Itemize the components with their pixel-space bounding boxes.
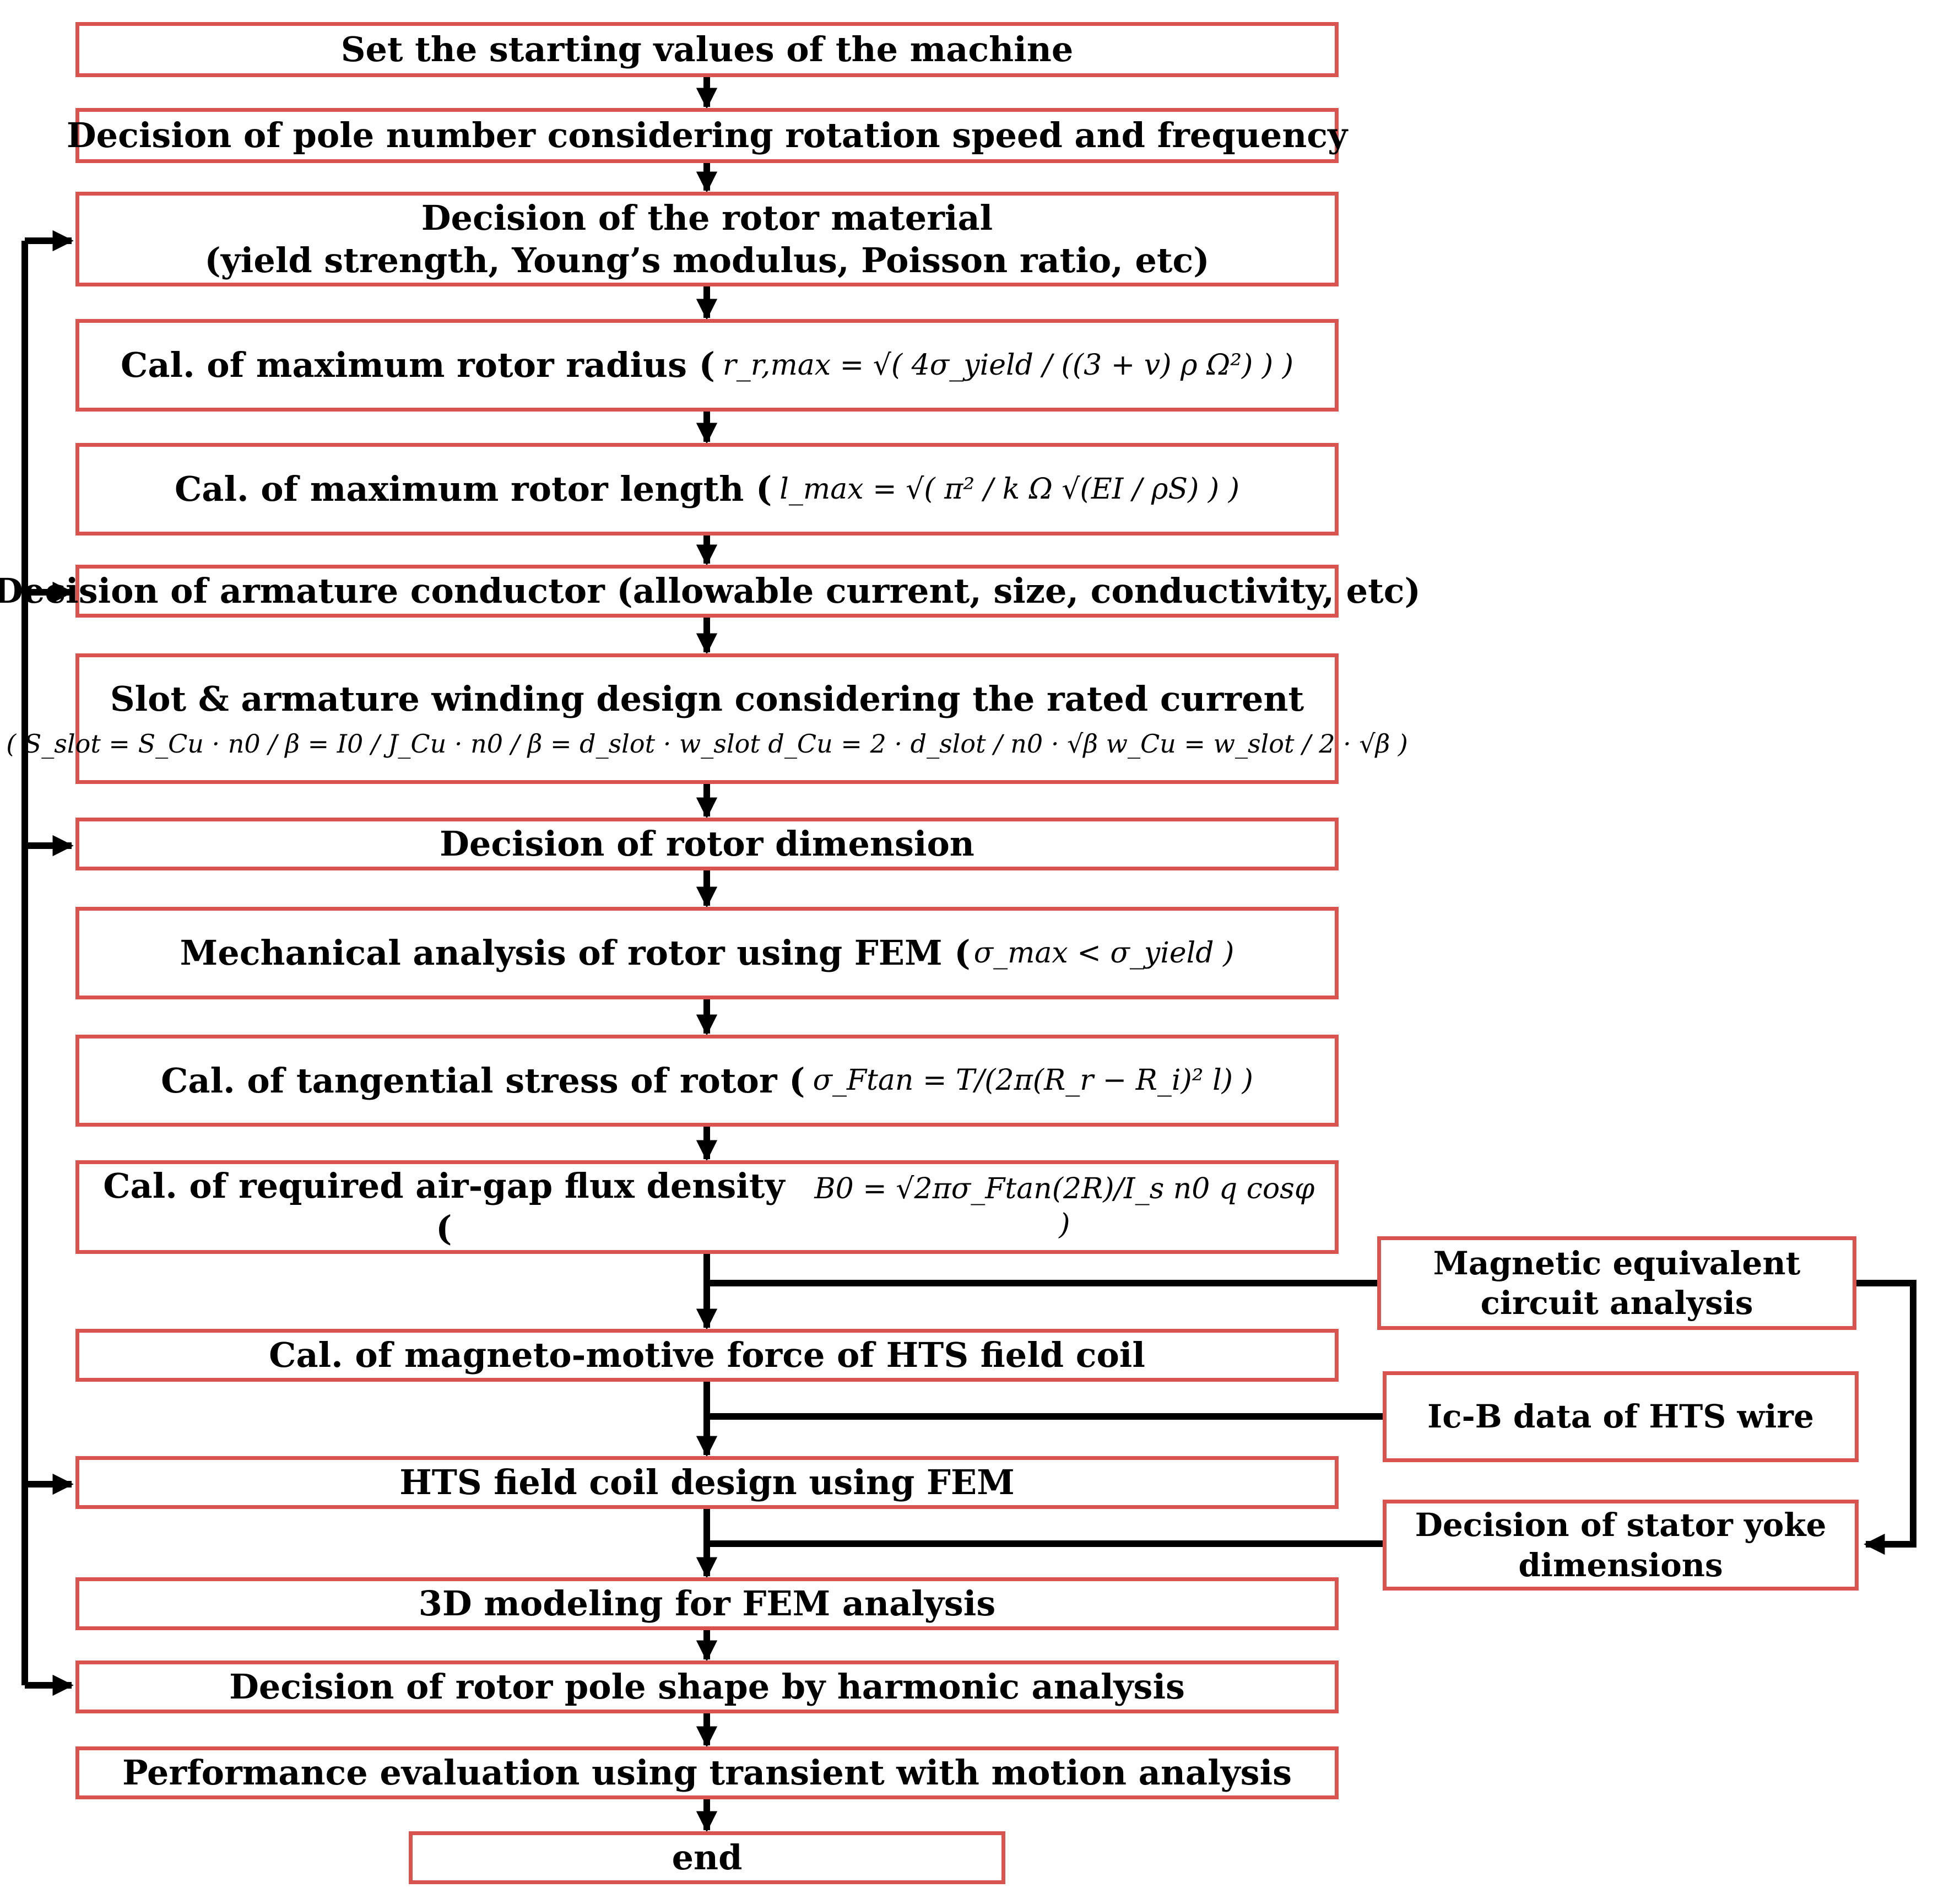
slot-winding-formula: ( S_slot = S_Cu · n0 / β = I0 / J_Cu · n… [6, 728, 1408, 759]
side-sublabel: circuit analysis [1480, 1284, 1753, 1322]
step-label: Mechanical analysis of rotor using FEM ( [180, 933, 971, 973]
step-3d-modeling: 3D modeling for FEM analysis [75, 1577, 1339, 1630]
step-label: Decision of armature conductor (allowabl… [0, 571, 1421, 612]
step-magneto-motive-force: Cal. of magneto-motive force of HTS fiel… [75, 1329, 1339, 1382]
step-end: end [409, 1831, 1005, 1884]
step-mechanical-analysis: Mechanical analysis of rotor using FEM (… [75, 907, 1339, 999]
step-slot-winding-design: Slot & armature winding design consideri… [6, 653, 1408, 784]
step-tangential-stress: Cal. of tangential stress of rotor ( σ_F… [75, 1035, 1339, 1127]
step-label: Cal. of maximum rotor radius ( [121, 345, 715, 386]
step-label: Decision of pole number considering rota… [66, 115, 1348, 156]
step-label: Slot & armature winding design consideri… [110, 679, 1304, 719]
step-label: Cal. of required air-gap flux density ( [103, 1165, 785, 1249]
step-label: end [672, 1837, 743, 1878]
side-icb-data: Ic-B data of HTS wire [1383, 1371, 1859, 1462]
stress-condition-formula: σ_max < σ_yield ) [973, 936, 1234, 970]
step-pole-number: Decision of pole number considering rota… [67, 108, 1347, 163]
step-label: 3D modeling for FEM analysis [418, 1583, 996, 1624]
side-label: Decision of stator yoke [1415, 1506, 1827, 1544]
loop-magnetic-to-yoke [1856, 1280, 1916, 1555]
step-label: Cal. of tangential stress of rotor ( [161, 1060, 805, 1101]
step-label: Set the starting values of the machine [340, 29, 1074, 70]
side-label: Ic-B data of HTS wire [1427, 1398, 1814, 1436]
side-label: Magnetic equivalent [1433, 1244, 1801, 1282]
tangential-stress-formula: σ_Ftan = T/(2π(R_r − R_i)² l) ) [813, 1064, 1253, 1097]
step-label: HTS field coil design using FEM [399, 1462, 1015, 1503]
step-label: Decision of the rotor material [421, 197, 993, 238]
step-label: Cal. of maximum rotor length ( [174, 469, 772, 510]
step-performance-evaluation: Performance evaluation using transient w… [75, 1746, 1339, 1799]
step-label: Cal. of magneto-motive force of HTS fiel… [269, 1335, 1145, 1376]
step-max-rotor-length: Cal. of maximum rotor length ( l_max = √… [75, 443, 1339, 536]
step-label: Decision of rotor pole shape by harmonic… [229, 1667, 1185, 1707]
step-armature-conductor: Decision of armature conductor (allowabl… [0, 565, 1421, 618]
step-rotor-material: Decision of the rotor material (yield st… [75, 192, 1339, 286]
side-sublabel: dimensions [1518, 1546, 1723, 1584]
step-air-gap-flux: Cal. of required air-gap flux density ( … [75, 1160, 1339, 1254]
rotor-length-formula: l_max = √( π² / k Ω √(EI / ρS) ) ) [779, 472, 1240, 506]
side-magnetic-equivalent-circuit: Magnetic equivalent circuit analysis [1377, 1236, 1856, 1330]
step-label: Decision of rotor dimension [440, 824, 974, 864]
step-hts-coil-design: HTS field coil design using FEM [75, 1456, 1339, 1509]
air-gap-flux-formula: B0 = √2πσ_Ftan(2R)/I_s n0 q cosφ ) [814, 1172, 1315, 1241]
step-set-starting-values: Set the starting values of the machine [75, 22, 1339, 77]
step-label: Performance evaluation using transient w… [122, 1752, 1292, 1793]
step-sublabel: (yield strength, Young’s modulus, Poisso… [204, 240, 1210, 280]
side-stator-yoke: Decision of stator yoke dimensions [1383, 1500, 1859, 1591]
step-max-rotor-radius: Cal. of maximum rotor radius ( r_r,max =… [75, 319, 1339, 412]
step-rotor-dimension: Decision of rotor dimension [75, 818, 1339, 870]
step-rotor-pole-shape: Decision of rotor pole shape by harmonic… [75, 1660, 1339, 1713]
rotor-radius-formula: r_r,max = √( 4σ_yield / ((3 + v) ρ Ω²) )… [722, 348, 1293, 382]
